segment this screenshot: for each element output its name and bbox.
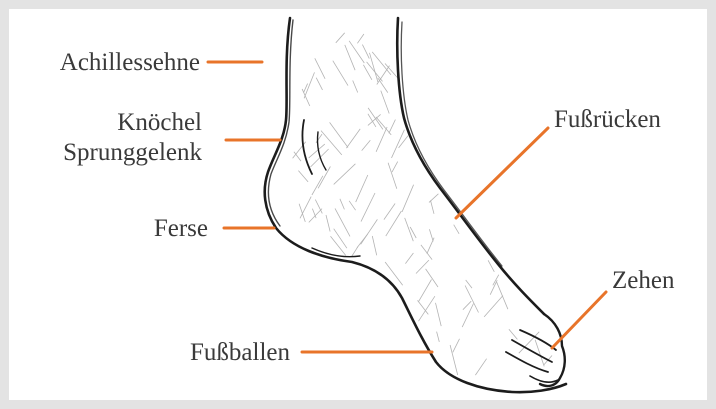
hatch-stroke [465, 286, 478, 313]
ankle-mark-2 [317, 132, 326, 170]
hatch-stroke [349, 201, 356, 210]
hatch-stroke [436, 303, 442, 326]
hatch-stroke [335, 208, 350, 236]
label-knoechel: Knöchel [117, 109, 202, 136]
foot-back-outline-2 [268, 20, 293, 226]
hatch-stroke [346, 129, 360, 148]
hatch-stroke [315, 58, 325, 79]
hatch-stroke [418, 300, 429, 314]
hatch-stroke [367, 62, 383, 82]
hatch-stroke [497, 282, 508, 309]
hatch-stroke [334, 229, 347, 249]
hatch-stroke [334, 164, 356, 185]
hatch-stroke [392, 162, 398, 173]
leader-fussruecken [456, 128, 548, 218]
hatch-stroke [462, 304, 473, 328]
hatch-stroke [429, 194, 438, 203]
hatch-stroke [357, 234, 368, 248]
foot-hatching [293, 33, 552, 375]
hatch-stroke [431, 200, 435, 213]
hatch-stroke [361, 219, 378, 244]
ankle-mark-1 [302, 120, 312, 174]
hatch-stroke [318, 167, 330, 189]
hatch-stroke [336, 33, 345, 43]
hatch-stroke [357, 34, 364, 43]
hatch-stroke [386, 211, 402, 236]
hatch-stroke [299, 204, 305, 222]
hatch-stroke [361, 193, 375, 222]
hatch-stroke [362, 45, 369, 59]
hatch-stroke [381, 91, 389, 114]
hatch-stroke [298, 171, 308, 182]
hatch-stroke [372, 236, 376, 255]
hatch-stroke [399, 136, 408, 148]
hatch-stroke [454, 225, 459, 234]
leader-zehen [552, 292, 606, 348]
hatch-stroke [426, 269, 438, 287]
foot-sketch [265, 18, 566, 392]
hatch-stroke [429, 229, 433, 241]
hatch-stroke [466, 280, 472, 288]
foot-instep-outline-2 [401, 22, 502, 266]
hatch-stroke [377, 66, 390, 85]
hatch-stroke [378, 78, 388, 93]
hatch-stroke [475, 359, 486, 375]
hatch-stroke [385, 262, 403, 285]
hatch-stroke [437, 332, 440, 342]
toes-outline [540, 314, 565, 386]
hatch-stroke [402, 185, 414, 212]
label-fussruecken: Fußrücken [554, 106, 661, 133]
hatch-stroke [453, 339, 460, 353]
hatch-stroke [353, 81, 358, 93]
hatch-stroke [368, 114, 376, 127]
hatch-stroke [362, 140, 371, 150]
hatch-stroke [419, 296, 435, 321]
label-ferse: Ferse [154, 215, 208, 242]
foot-back-outline [265, 18, 566, 392]
toe-4 [530, 376, 558, 382]
hatch-stroke [484, 296, 503, 317]
hatch-stroke [376, 127, 387, 152]
hatch-stroke [427, 238, 434, 254]
hatch-stroke [309, 144, 325, 158]
hatch-stroke [340, 199, 345, 210]
hatch-stroke [509, 329, 518, 339]
hatch-stroke [326, 215, 330, 232]
hatch-stroke [421, 245, 432, 260]
hatch-stroke [384, 204, 395, 220]
hatch-stroke [345, 45, 355, 70]
hatch-stroke [302, 89, 310, 106]
hatch-stroke [356, 175, 368, 202]
label-achillessehne: Achillessehne [60, 49, 200, 76]
hatch-stroke [463, 301, 471, 310]
hatch-stroke [389, 120, 396, 134]
label-fussballen: Fußballen [190, 339, 290, 366]
toe-3 [506, 352, 548, 372]
hatch-stroke [294, 152, 301, 161]
hatch-stroke [304, 72, 314, 98]
hatch-stroke [331, 236, 346, 255]
hatch-stroke [405, 253, 413, 264]
hatch-stroke [312, 176, 323, 195]
hatch-stroke [392, 130, 405, 158]
hatch-stroke [315, 200, 322, 214]
hatch-stroke [376, 117, 391, 135]
hatch-stroke [419, 280, 432, 302]
hatch-stroke [490, 280, 497, 295]
label-sprunggelenk: Sprunggelenk [63, 139, 202, 166]
hatch-stroke [316, 78, 322, 90]
hatch-stroke [333, 61, 348, 86]
hatch-stroke [311, 149, 329, 167]
hatch-stroke [388, 163, 397, 189]
hatch-stroke [349, 41, 364, 63]
hatch-stroke [300, 197, 311, 219]
hatch-stroke [488, 260, 494, 272]
label-zehen: Zehen [612, 267, 675, 294]
hatch-stroke [352, 247, 358, 257]
